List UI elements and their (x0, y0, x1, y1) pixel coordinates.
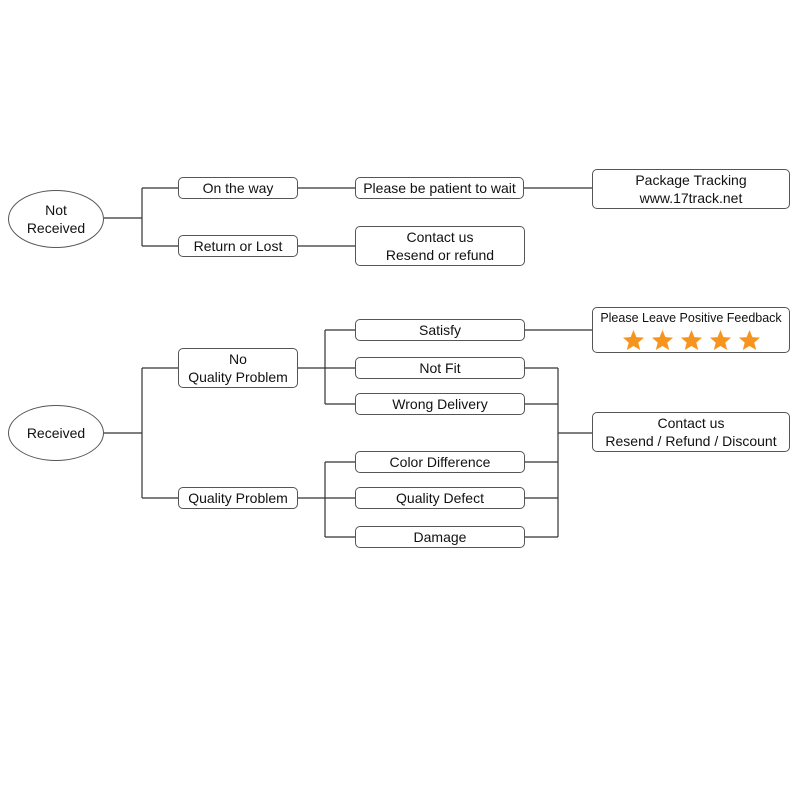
package-tracking-line1: Package Tracking (635, 172, 747, 188)
not-fit-label: Not Fit (419, 360, 461, 376)
on-the-way-node: On the way (178, 177, 298, 199)
quality-defect-node: Quality Defect (355, 487, 525, 509)
no-quality-problem-node: No Quality Problem (178, 348, 298, 388)
rating-stars (622, 329, 761, 351)
quality-defect-label: Quality Defect (396, 490, 484, 506)
quality-problem-label: Quality Problem (188, 490, 288, 506)
contact-resend-line1: Contact us (406, 229, 474, 245)
damage-node: Damage (355, 526, 525, 548)
contact-resend-line2: Resend or refund (385, 247, 495, 263)
feedback-label: Please Leave Positive Feedback (600, 311, 782, 325)
return-or-lost-label: Return or Lost (193, 238, 283, 254)
satisfy-label: Satisfy (418, 322, 461, 338)
not-fit-node: Not Fit (355, 357, 525, 379)
contact-resend-node: Contact us Resend or refund (355, 226, 525, 266)
patient-label: Please be patient to wait (363, 180, 516, 196)
star-icon (738, 329, 760, 351)
positive-feedback-node: Please Leave Positive Feedback (592, 307, 790, 353)
return-or-lost-node: Return or Lost (178, 235, 298, 257)
contact-discount-line2: Resend / Refund / Discount (605, 433, 777, 449)
color-difference-label: Color Difference (389, 454, 491, 470)
no-quality-line1: No (229, 351, 247, 367)
not-received-node: Not Received (8, 190, 104, 248)
not-received-line1: Not (45, 202, 67, 218)
package-tracking-line2: www.17track.net (639, 190, 743, 206)
star-icon (709, 329, 731, 351)
wrong-delivery-node: Wrong Delivery (355, 393, 525, 415)
patient-node: Please be patient to wait (355, 177, 524, 199)
color-difference-node: Color Difference (355, 451, 525, 473)
package-tracking-node: Package Tracking www.17track.net (592, 169, 790, 209)
star-icon (651, 329, 673, 351)
damage-label: Damage (413, 529, 467, 545)
star-icon (622, 329, 644, 351)
quality-problem-node: Quality Problem (178, 487, 298, 509)
on-the-way-label: On the way (202, 180, 274, 196)
wrong-delivery-label: Wrong Delivery (392, 396, 488, 412)
no-quality-line2: Quality Problem (188, 369, 288, 385)
received-node: Received (8, 405, 104, 461)
contact-discount-node: Contact us Resend / Refund / Discount (592, 412, 790, 452)
contact-discount-line1: Contact us (657, 415, 725, 431)
received-label: Received (26, 425, 86, 441)
satisfy-node: Satisfy (355, 319, 525, 341)
not-received-line2: Received (26, 220, 86, 236)
star-icon (680, 329, 702, 351)
